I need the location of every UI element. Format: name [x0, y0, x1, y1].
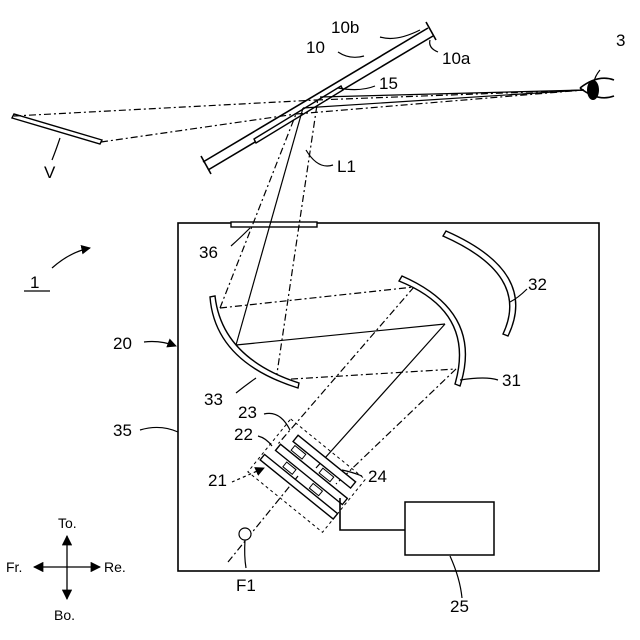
axis-top: To. [58, 515, 77, 531]
label-3: 3 [616, 31, 625, 50]
label-25: 25 [450, 597, 469, 616]
mirror-33 [210, 296, 299, 388]
label-36: 36 [199, 243, 218, 262]
label-31: 31 [502, 371, 521, 390]
label-35: 35 [113, 421, 132, 440]
label-15: 15 [379, 74, 398, 93]
label-32: 32 [528, 275, 547, 294]
display-unit-21 [248, 419, 365, 532]
focal-point-f1 [239, 528, 251, 540]
axis-front: Fr. [6, 559, 22, 575]
label-21: 21 [208, 471, 227, 490]
controller-25 [405, 502, 494, 555]
reflector-15 [254, 86, 343, 143]
label-f1: F1 [236, 576, 256, 595]
labels: 10b 10 10a 15 3 V L1 36 1 32 20 31 33 23… [6, 18, 625, 623]
axis-rear: Re. [104, 559, 126, 575]
label-l1: L1 [337, 157, 356, 176]
label-10: 10 [306, 38, 325, 57]
label-22: 22 [234, 425, 253, 444]
label-33: 33 [204, 390, 223, 409]
label-20: 20 [113, 334, 132, 353]
controller-wire [340, 498, 405, 530]
axis-bottom: Bo. [54, 607, 75, 623]
label-v: V [44, 163, 56, 182]
label-10b: 10b [331, 18, 359, 37]
label-23: 23 [238, 403, 257, 422]
label-24: 24 [368, 467, 387, 486]
eye-icon [580, 78, 614, 100]
window-36 [231, 222, 317, 227]
label-1: 1 [30, 273, 39, 292]
virtual-image [12, 114, 102, 144]
direction-arrows-icon [34, 536, 100, 599]
label-10a: 10a [442, 49, 471, 68]
